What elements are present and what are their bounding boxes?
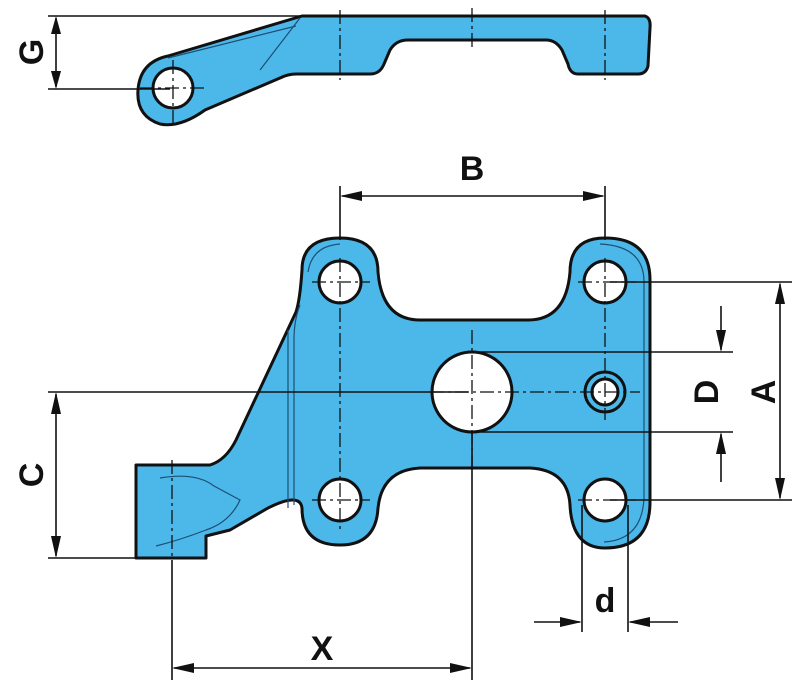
dim-c-label: C <box>13 463 51 488</box>
side-view-web-line <box>167 25 297 59</box>
dim-c-arrow-top <box>51 392 61 414</box>
plan-view: B A D C d X <box>13 150 792 680</box>
dim-x-arrow-right <box>450 663 472 673</box>
dim-d-label: D <box>688 380 726 405</box>
dim-c-arrow-bottom <box>51 536 61 558</box>
dim-x-arrow-left <box>172 663 194 673</box>
dim-d-arrow-top <box>716 330 726 352</box>
side-view: G <box>13 8 652 127</box>
dim-small-d-arrow-left <box>560 617 582 627</box>
dim-b-label: B <box>460 150 485 188</box>
plan-view-body <box>134 236 652 560</box>
dim-g-arrow-top <box>51 16 61 34</box>
dim-g-label: G <box>13 39 51 65</box>
dim-b-arrow-right <box>583 191 605 201</box>
side-view-body <box>136 14 652 127</box>
plan-view-flange-line <box>155 475 241 547</box>
dim-small-d-arrow-right <box>628 617 650 627</box>
plan-view-inner-edge <box>307 243 645 543</box>
dim-b-arrow-left <box>340 191 362 201</box>
dim-g-arrow-bottom <box>51 71 61 89</box>
dim-d-arrow-bottom <box>716 432 726 454</box>
dim-a-label: A <box>745 380 783 405</box>
dim-a-arrow-bottom <box>775 478 785 500</box>
dim-x-label: X <box>311 630 334 668</box>
plan-view-bend-line-2 <box>293 304 301 505</box>
dim-small-d-label: d <box>595 582 616 620</box>
dim-a-arrow-top <box>775 282 785 304</box>
